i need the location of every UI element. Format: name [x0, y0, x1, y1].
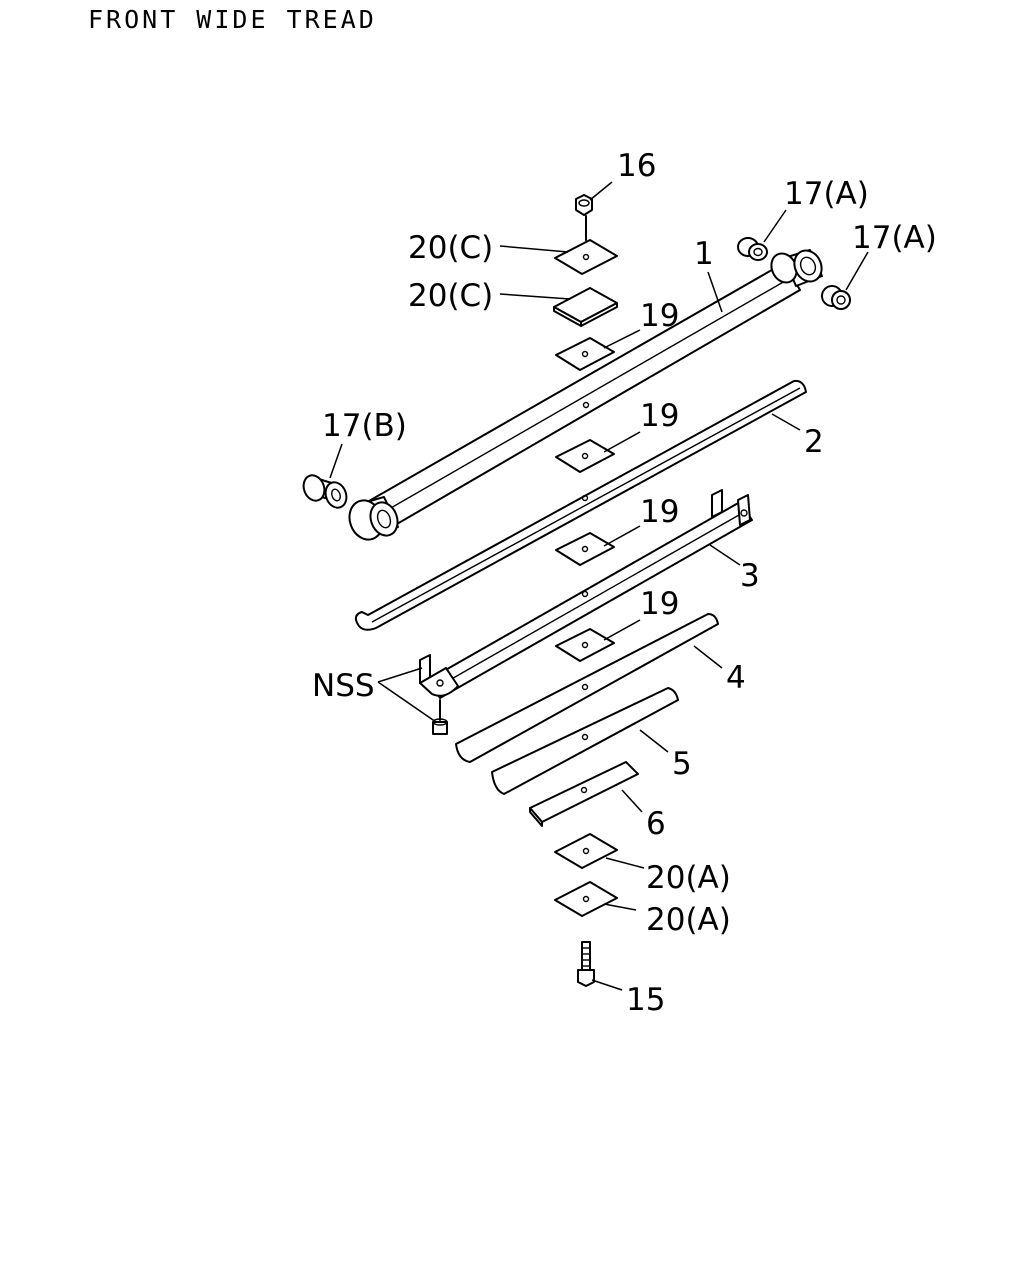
shim-19-d: [555, 628, 615, 662]
leaf-4: [455, 613, 719, 763]
callout-4: 4: [726, 660, 746, 696]
callout-6: 6: [646, 806, 666, 842]
nut-16: [575, 194, 593, 241]
callout-20a-lower: 20(A): [646, 902, 731, 938]
callout-17b: 17(B): [322, 408, 407, 444]
shim-19-c: [555, 532, 615, 566]
bolt-15: [577, 941, 595, 987]
callout-19-a: 19: [640, 298, 679, 334]
bushing-17a-lower: [821, 285, 851, 310]
leaf-1-right-eye: [770, 249, 823, 287]
callout-3: 3: [740, 558, 760, 594]
shim-19-a: [555, 337, 615, 371]
callout-19-d: 19: [640, 586, 679, 622]
callout-5: 5: [672, 746, 692, 782]
callout-19-b: 19: [640, 398, 679, 434]
callout-nss: NSS: [312, 668, 375, 704]
callout-15: 15: [626, 982, 665, 1018]
callout-20c-lower: 20(C): [408, 278, 493, 314]
callout-2: 2: [804, 424, 824, 460]
leader-lines: [329, 181, 869, 991]
leaf-1-main: [348, 249, 823, 541]
diagram-title: FRONT WIDE TREAD: [88, 5, 377, 34]
leaf-5: [491, 687, 679, 795]
callout-labels: 16 17(A) 17(A) 20(C) 20(C) 1 19 17(B) 19…: [312, 148, 937, 1018]
callout-17a-lower: 17(A): [852, 220, 937, 256]
plate-20c-lower: [553, 287, 618, 327]
leaf-3: [419, 489, 753, 699]
callout-19-c: 19: [640, 494, 679, 530]
bushing-17a-upper: [737, 237, 768, 261]
leaf-3-right-clip: [711, 489, 751, 526]
callout-17a-upper: 17(A): [784, 176, 869, 212]
callout-20a-upper: 20(A): [646, 860, 731, 896]
leaf-3-left-clip: [419, 654, 459, 697]
plate-20c-upper: [554, 239, 618, 275]
leaf-6: [529, 761, 639, 827]
plate-20a-lower: [554, 881, 618, 917]
leaf-2: [354, 379, 807, 631]
callout-16: 16: [617, 148, 656, 184]
shim-19-b: [555, 439, 615, 473]
callout-1: 1: [694, 236, 714, 272]
nss-rivet: [432, 699, 448, 735]
plate-20a-upper: [554, 833, 618, 869]
leaf-1-left-eye: [348, 496, 399, 541]
callout-20c-upper: 20(C): [408, 230, 493, 266]
bushing-17b: [302, 474, 348, 509]
